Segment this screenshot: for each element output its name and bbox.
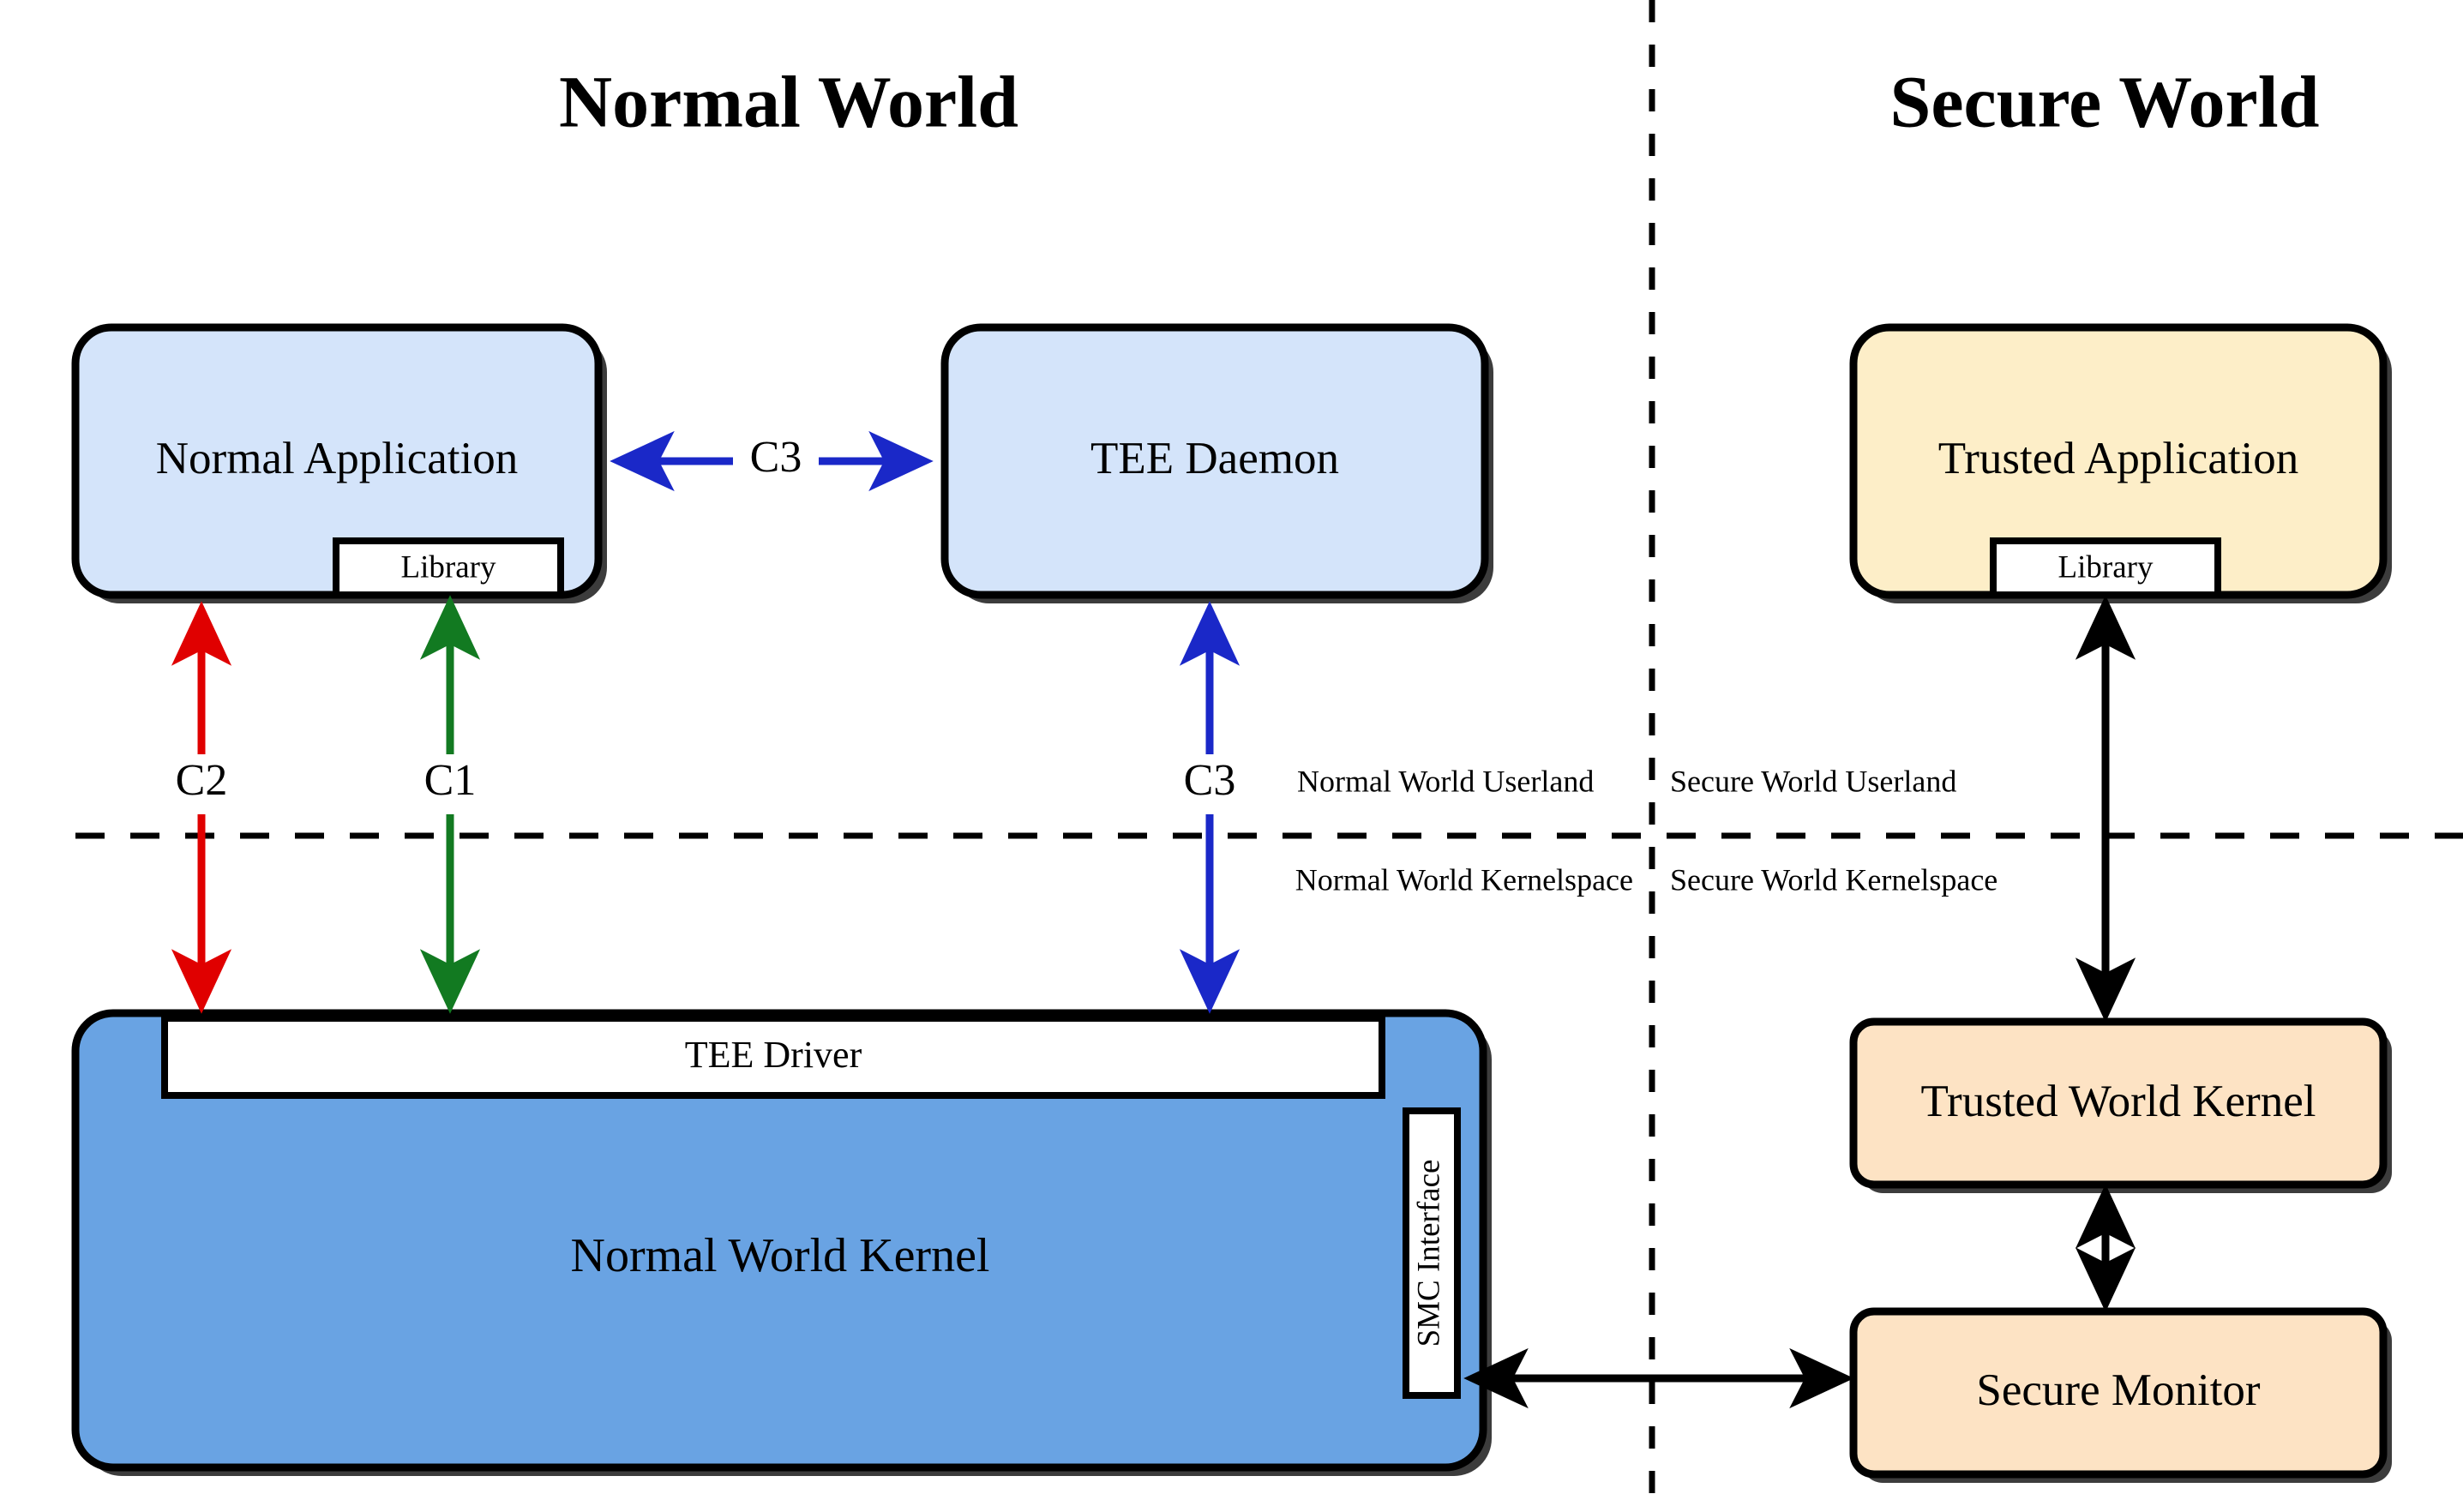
- edge-label-c2: C2: [176, 756, 228, 805]
- tee-daemon-label: TEE Daemon: [1090, 434, 1339, 483]
- plane-label-normal-userland: Normal World Userland: [1297, 764, 1594, 798]
- edge-c1: C1: [407, 595, 493, 1014]
- node-trusted-world-kernel[interactable]: Trusted World Kernel: [1849, 1017, 2388, 1189]
- library-normal-label: Library: [401, 549, 496, 585]
- node-tee-daemon[interactable]: TEE Daemon: [940, 323, 1489, 599]
- edge-label-c3-vertical: C3: [1184, 756, 1236, 805]
- node-library-trusted-application[interactable]: Library: [1990, 537, 2221, 598]
- node-library-normal-application[interactable]: Library: [333, 537, 564, 598]
- plane-label-normal-kernelspace: Normal World Kernelspace: [1295, 862, 1633, 897]
- page-title-normal-world: Normal World: [559, 61, 1018, 143]
- trusted-application-label: Trusted Application: [1938, 434, 2299, 483]
- edge-c2: C2: [159, 601, 244, 1014]
- node-normal-world-kernel[interactable]: Normal World Kernel: [71, 1009, 1487, 1472]
- normal-application-label: Normal Application: [156, 434, 518, 483]
- edge-label-c1: C1: [424, 756, 477, 805]
- library-trusted-label: Library: [2058, 549, 2154, 585]
- edge-label-c3-horizontal: C3: [750, 433, 802, 482]
- node-trusted-application[interactable]: Trusted Application: [1849, 323, 2388, 599]
- tee-driver-label: TEE Driver: [685, 1034, 862, 1076]
- smc-interface-label: SMC Interface: [1411, 1160, 1446, 1347]
- plane-label-secure-kernelspace: Secure World Kernelspace: [1670, 862, 1997, 897]
- node-smc-interface[interactable]: SMC Interface: [1403, 1107, 1461, 1399]
- secure-monitor-label: Secure Monitor: [1976, 1365, 2261, 1415]
- plane-label-secure-userland: Secure World Userland: [1670, 764, 1956, 798]
- node-tee-driver[interactable]: TEE Driver: [161, 1015, 1385, 1099]
- page-title-secure-world: Secure World: [1890, 61, 2320, 143]
- trusted-world-kernel-label: Trusted World Kernel: [1921, 1077, 2316, 1126]
- normal-world-kernel-label: Normal World Kernel: [571, 1229, 990, 1282]
- edge-c3-vertical: C3: [1167, 601, 1253, 1014]
- edge-c3-horizontal: C3: [610, 430, 934, 492]
- node-secure-monitor[interactable]: Secure Monitor: [1849, 1307, 2388, 1479]
